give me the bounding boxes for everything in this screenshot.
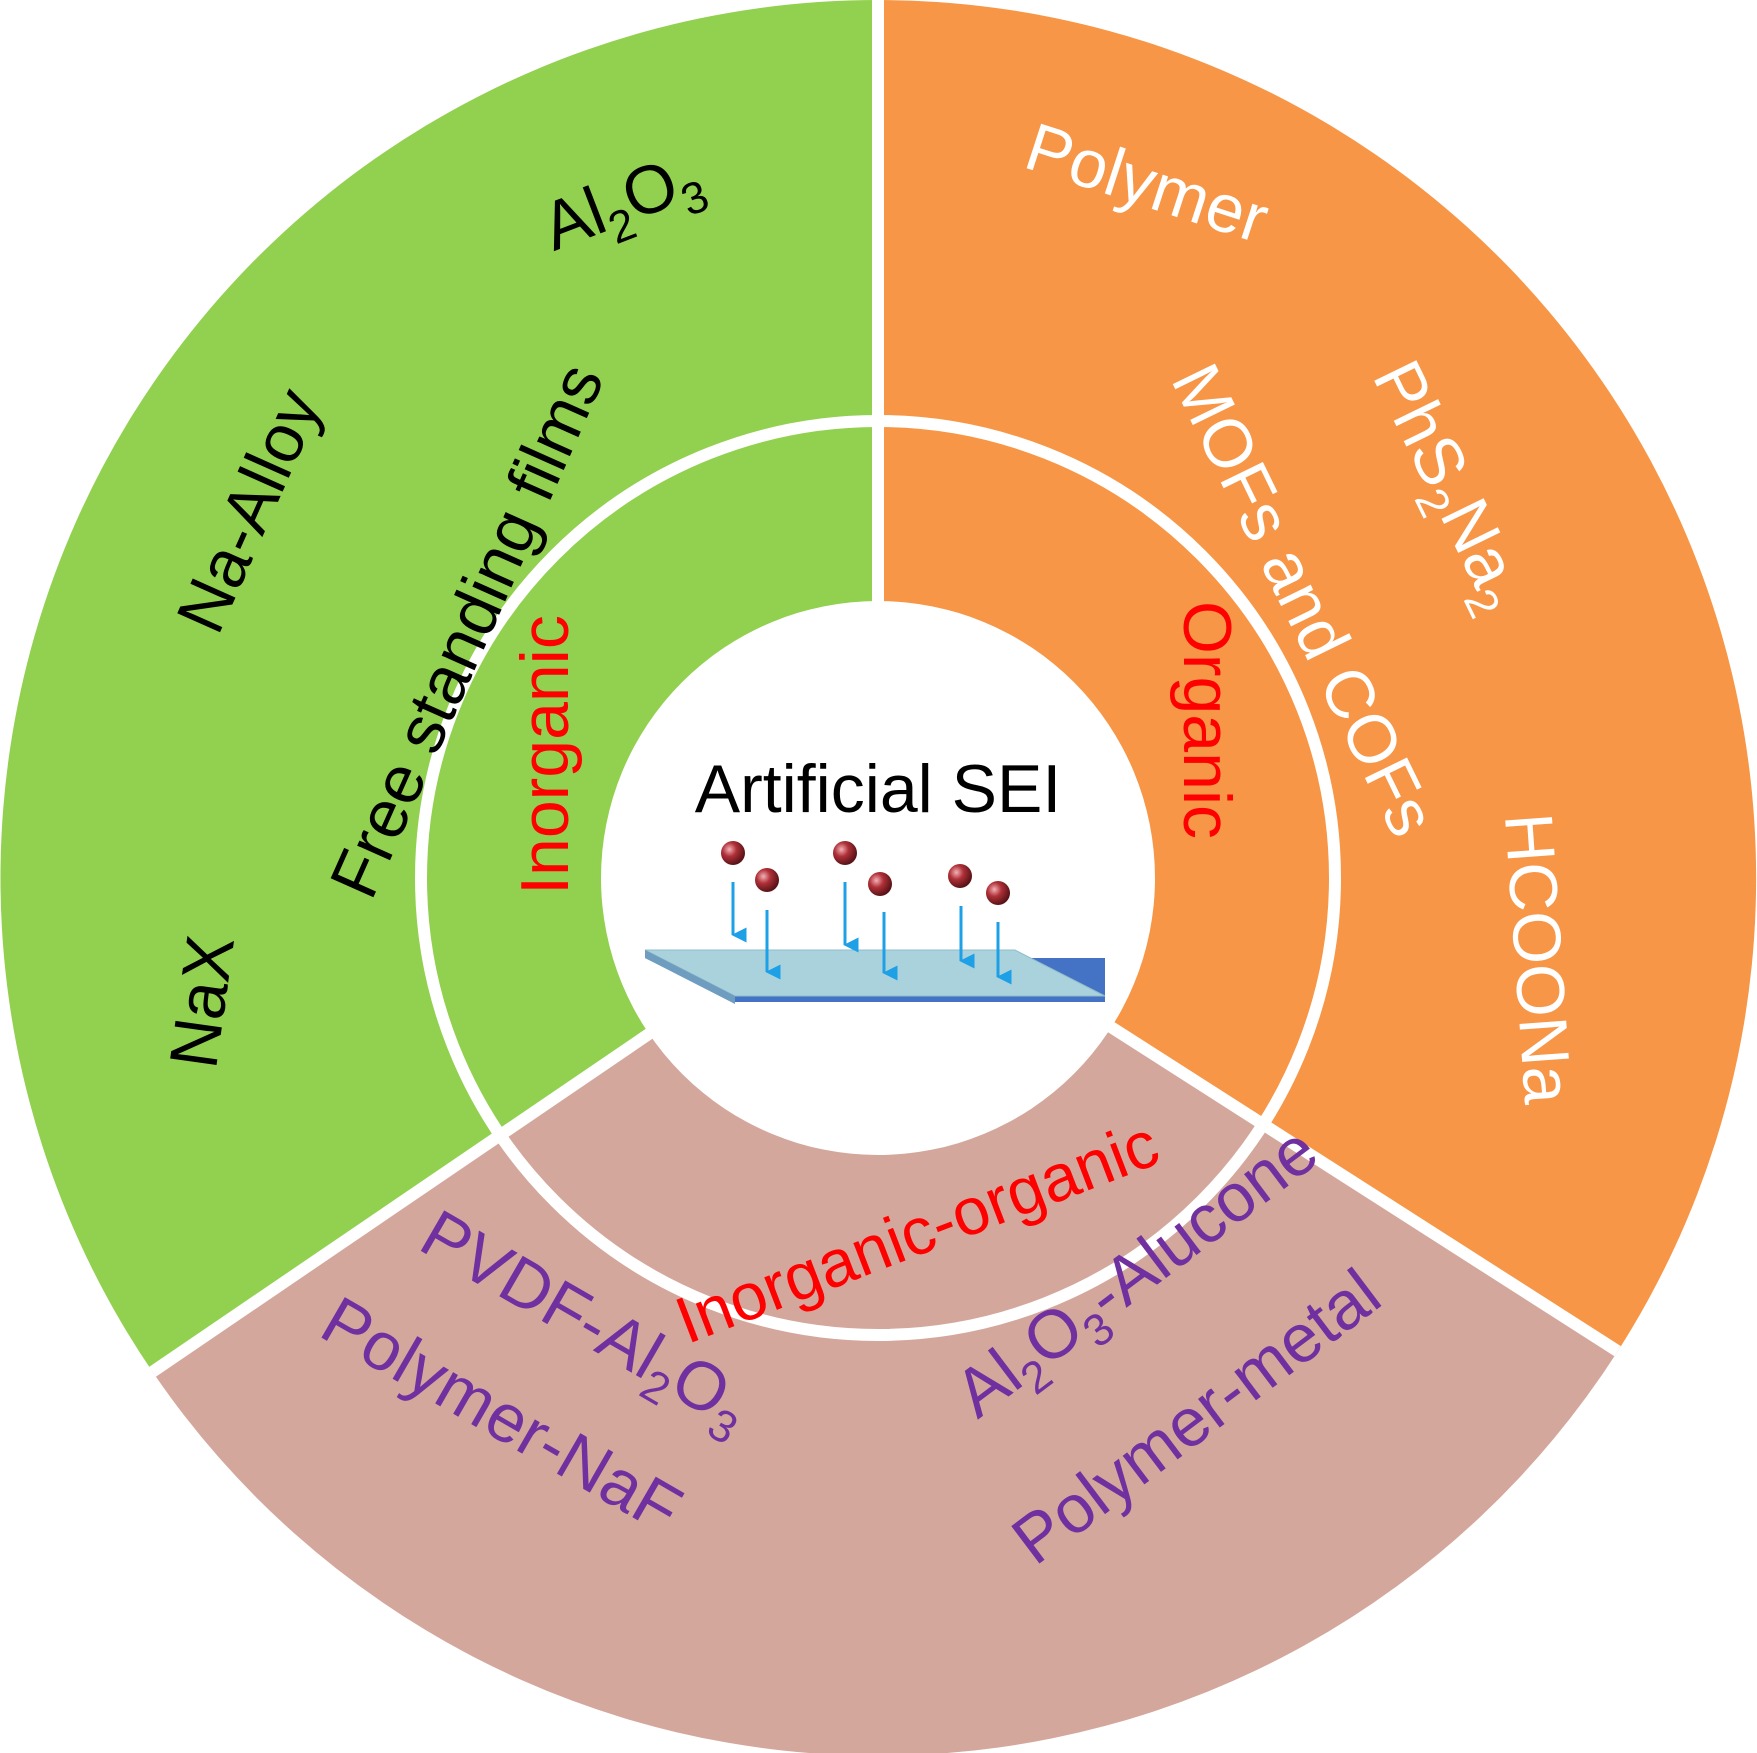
sodium-ion-particle <box>833 841 857 865</box>
sodium-ion-particle <box>986 881 1010 905</box>
sodium-ion-particle <box>868 872 892 896</box>
ion-1 <box>721 841 747 943</box>
category-inorganic: Inorganic <box>507 615 583 895</box>
inorganic-sector <box>0 0 878 1372</box>
inorganic-organic-sector <box>152 878 1618 1753</box>
ion-2 <box>755 868 781 980</box>
inner-ring-border <box>415 415 1341 1341</box>
sodium-ion-particle <box>721 841 745 865</box>
category-organic: Organic <box>1169 601 1245 839</box>
substrate-illustration <box>644 949 1106 1004</box>
substrate-side <box>645 950 735 1004</box>
ion-deposition <box>721 841 1012 985</box>
sodium-ion-particle <box>948 864 972 888</box>
ion-3 <box>833 841 859 953</box>
center-title: Artificial SEI <box>695 751 1062 827</box>
ion-5 <box>948 864 975 969</box>
item-nax: NaX <box>155 931 249 1073</box>
ion-4 <box>868 872 898 981</box>
sodium-ion-particle <box>755 868 779 892</box>
ion-6 <box>986 881 1012 985</box>
